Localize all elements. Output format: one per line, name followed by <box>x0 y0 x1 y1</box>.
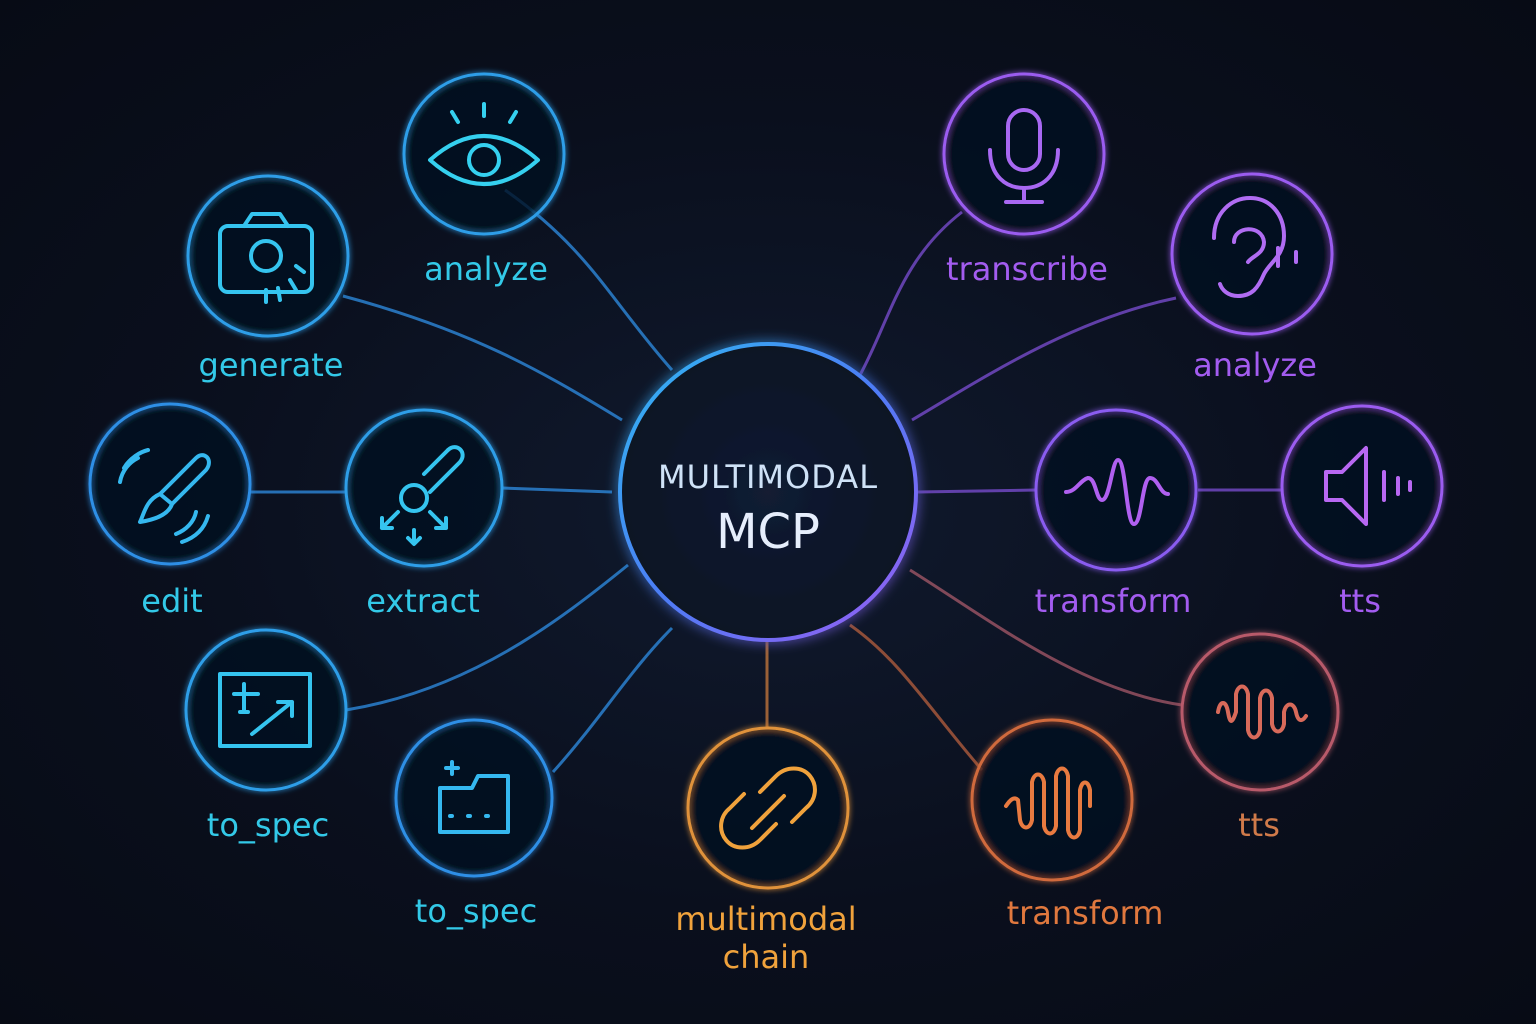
node-transform-audio-label: transform <box>1035 582 1192 620</box>
connector-to-spec-1 <box>345 563 629 712</box>
connector-generate <box>342 294 623 422</box>
node-extract-label: extract <box>366 582 480 620</box>
eye-icon <box>428 102 540 186</box>
node-transform-wave[interactable]: transform <box>970 718 1164 932</box>
node-extract[interactable]: extract <box>344 408 504 620</box>
center-title-line2: MCP <box>716 504 820 560</box>
node-analyze-audio[interactable]: analyze <box>1170 172 1334 384</box>
brush-icon <box>118 448 211 544</box>
node-edit[interactable]: edit <box>88 402 252 620</box>
node-tts-speaker[interactable]: tts <box>1280 404 1444 620</box>
node-chain-label-line2: chain <box>723 938 810 976</box>
node-generate-label: generate <box>199 346 344 384</box>
node-transform-audio[interactable]: transform <box>1034 408 1198 620</box>
node-analyze-vision-label: analyze <box>424 250 548 288</box>
waveform-icon <box>1064 458 1170 526</box>
frame-arrow-icon <box>218 672 312 748</box>
connector-to-spec-2 <box>551 626 674 774</box>
connectors <box>250 188 1282 774</box>
pulse-wave-icon <box>1004 766 1092 840</box>
node-to-spec-1[interactable]: to_spec <box>184 628 348 844</box>
speaker-icon <box>1324 446 1412 526</box>
node-analyze-audio-label: analyze <box>1193 346 1317 384</box>
node-transform-wave-label: transform <box>1007 894 1164 932</box>
connector-extract <box>501 486 613 494</box>
node-edit-label: edit <box>141 582 202 620</box>
node-generate[interactable]: generate <box>186 174 350 384</box>
connector-analyze-audio <box>911 296 1177 422</box>
connector-transform-audio <box>917 488 1037 494</box>
center-node[interactable]: MULTIMODAL MCP <box>618 342 918 642</box>
node-analyze-vision[interactable]: analyze <box>402 72 566 288</box>
camera-icon <box>218 212 314 304</box>
extract-icon <box>380 445 465 546</box>
node-to-spec-1-label: to_spec <box>207 806 329 844</box>
connector-transcribe <box>858 210 963 376</box>
ear-icon <box>1212 196 1298 298</box>
node-tts-wave-label: tts <box>1238 806 1280 844</box>
node-to-spec-2[interactable]: to_spec <box>394 718 554 930</box>
center-title-line1: MULTIMODAL <box>658 458 878 496</box>
node-tts-speaker-label: tts <box>1339 582 1381 620</box>
node-chain[interactable]: multimodal chain <box>675 726 857 976</box>
node-transcribe-label: transcribe <box>946 250 1108 288</box>
node-chain-label-line1: multimodal <box>675 900 856 938</box>
spec-icon <box>438 760 510 834</box>
microphone-icon <box>988 108 1060 204</box>
link-icon <box>719 766 817 850</box>
squiggle-wave-icon <box>1216 684 1308 740</box>
connector-transform-wave <box>849 623 984 771</box>
node-to-spec-2-label: to_spec <box>415 892 537 930</box>
connector-tts-wave <box>909 568 1183 707</box>
node-tts-wave[interactable]: tts <box>1180 632 1340 844</box>
node-transcribe[interactable]: transcribe <box>942 72 1108 288</box>
